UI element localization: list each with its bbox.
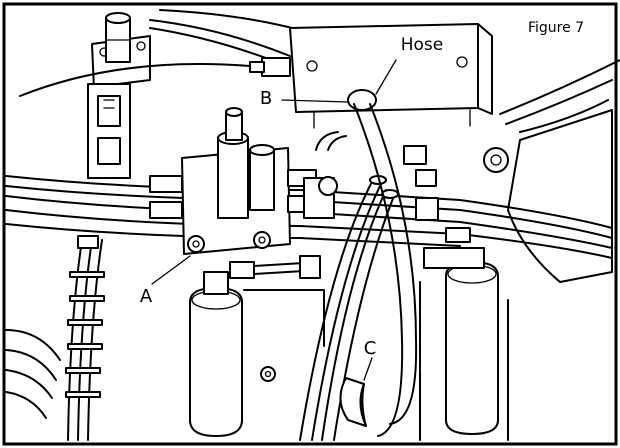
elbow-fittings <box>229 131 347 279</box>
solenoid-block <box>19 23 493 129</box>
hose <box>347 89 418 437</box>
clamps <box>403 145 471 243</box>
fitting-c <box>339 377 367 427</box>
manifold-block <box>149 107 317 255</box>
figure-title: Figure 7 <box>528 20 584 36</box>
label-c: C <box>364 338 377 359</box>
right-wires <box>483 59 620 283</box>
right-filter <box>419 247 509 441</box>
label-b: B <box>260 88 272 109</box>
label-hose: Hose <box>401 35 444 55</box>
leader-lines <box>151 59 397 381</box>
relay-switch <box>87 83 131 179</box>
label-a: A <box>140 286 153 307</box>
left-filter <box>189 271 325 437</box>
tied-wires-left <box>5 235 105 441</box>
